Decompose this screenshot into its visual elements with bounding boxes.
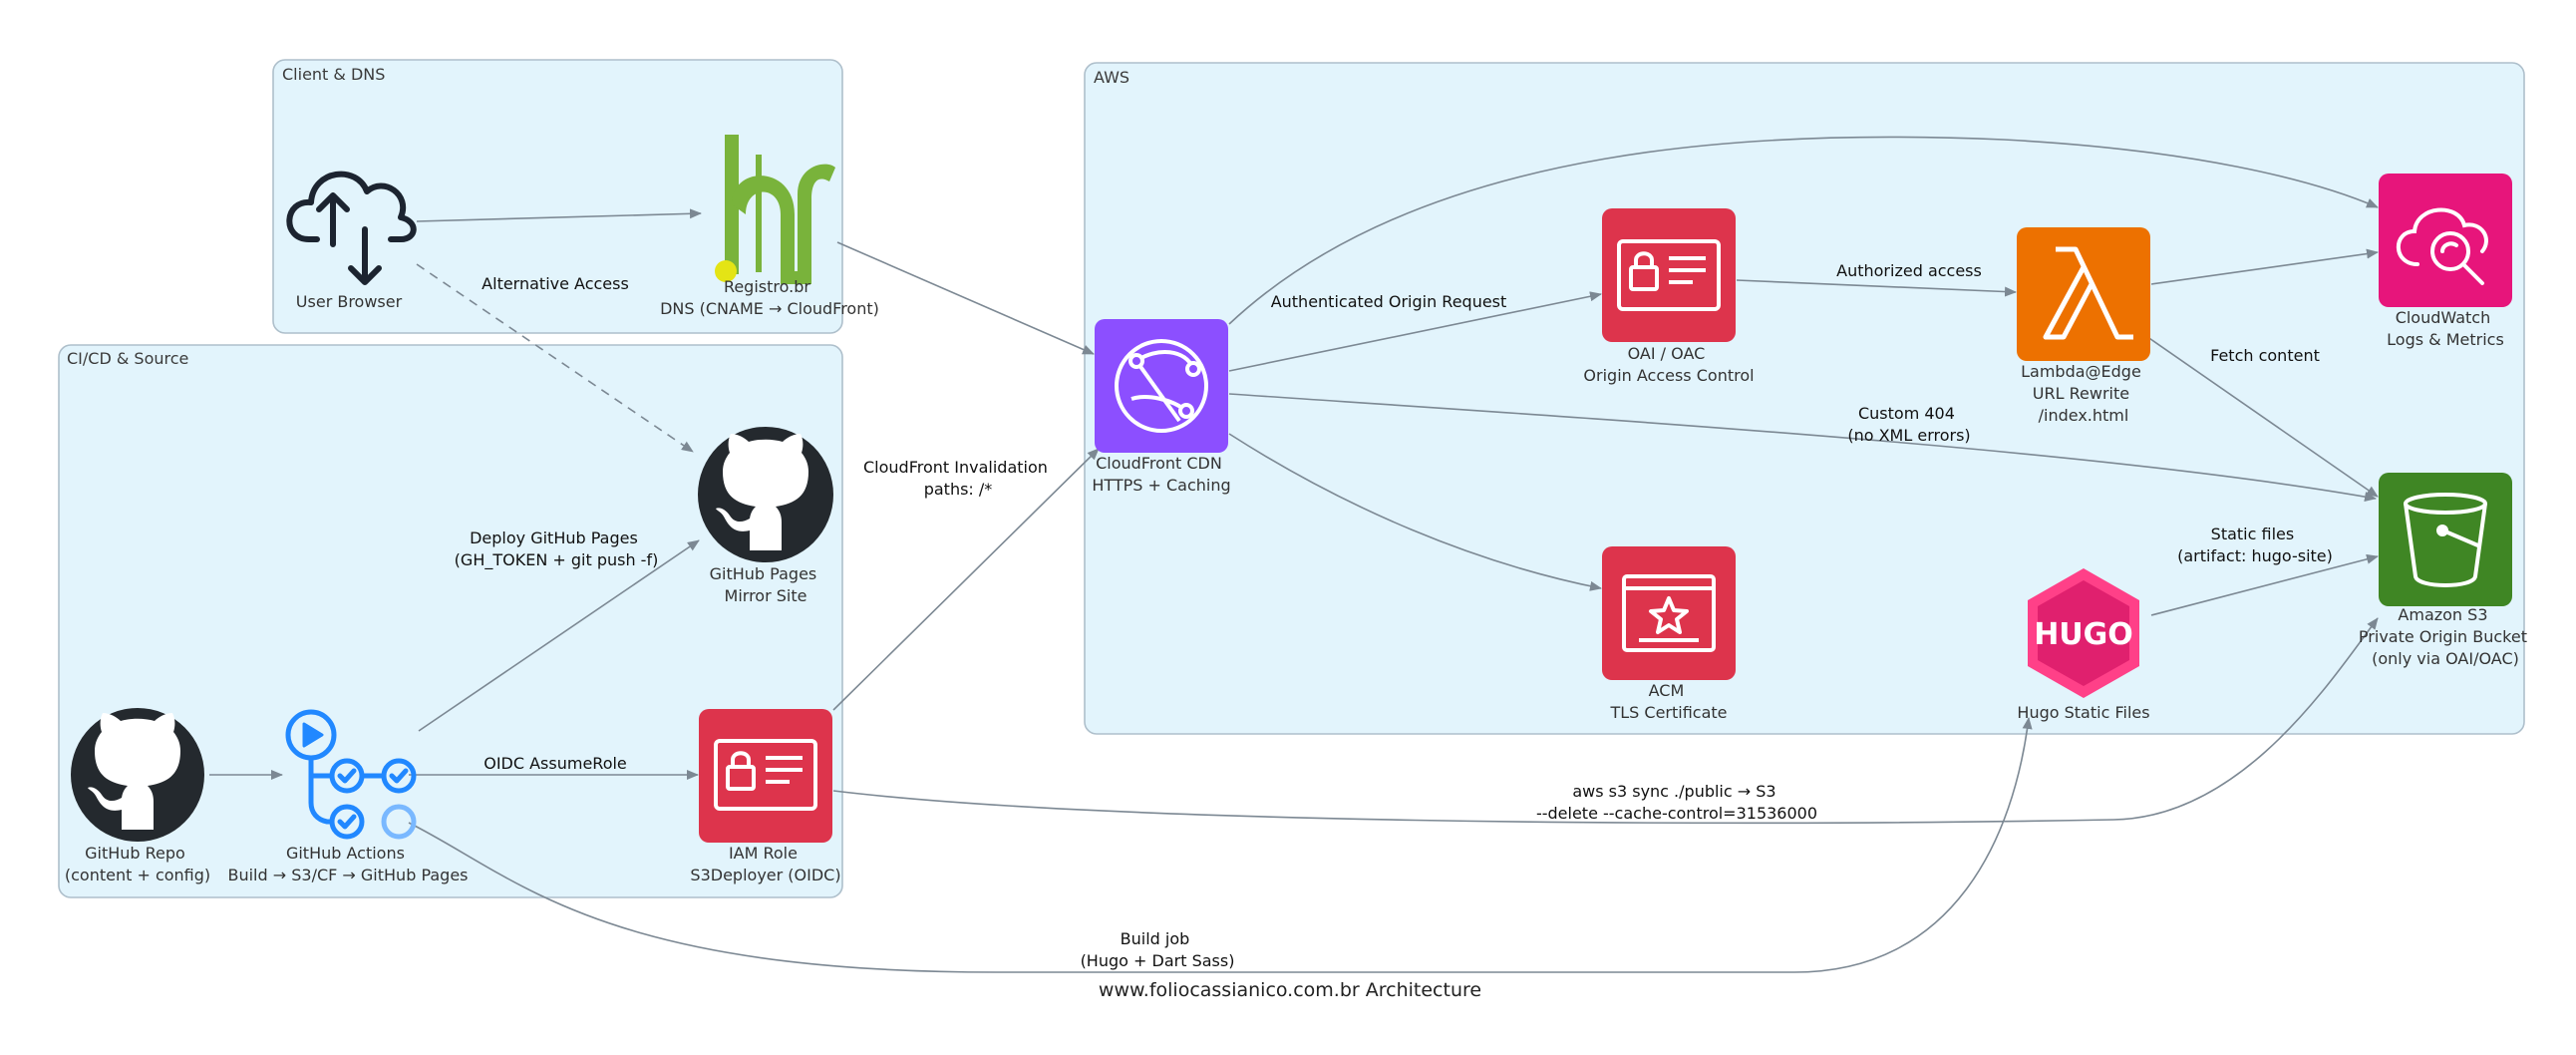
node-acm[interactable]: ACM TLS Certificate — [1602, 546, 1736, 722]
edge-label-authenticated-origin: Authenticated Origin Request — [1271, 292, 1507, 311]
edge-label-deploy-pages: Deploy GitHub Pages (GH_TOKEN + git push… — [455, 528, 659, 570]
node-user-browser[interactable]: User Browser — [286, 171, 417, 311]
edge-hugo-s3 — [2150, 553, 2379, 616]
edge-browser-github-pages — [416, 263, 694, 453]
edge-lambda-cloudwatch — [2150, 248, 2379, 285]
lambda-glyph — [2043, 246, 2133, 340]
oac-label: OAI / OAC Origin Access Control — [1583, 344, 1754, 385]
edge-label-invalidation: CloudFront Invalidation paths: /* — [863, 458, 1053, 499]
hugo-logo-text: HUGO — [2034, 617, 2133, 652]
oac-icon — [1602, 208, 1736, 342]
edges — [209, 136, 2379, 973]
registro-br-label: Registro.br DNS (CNAME → CloudFront) — [660, 277, 879, 318]
iam-role-icon — [699, 709, 832, 843]
edge-label-fetch-content: Fetch content — [2210, 346, 2320, 365]
cluster-client-dns: Client & DNS — [272, 59, 843, 334]
edge-lambda-s3 — [2142, 333, 2379, 498]
acm-label: ACM TLS Certificate — [1609, 681, 1727, 722]
acm-certificate-icon — [1602, 546, 1736, 680]
cloudwatch-icon — [2379, 174, 2512, 307]
edge-cloudfront-s3 — [1228, 393, 2377, 503]
edge-oac-lambda — [1736, 279, 2017, 297]
edge-cloudfront-oac — [1228, 291, 1602, 372]
edge-label-oidc: OIDC AssumeRole — [483, 754, 627, 773]
node-hugo[interactable]: HUGO Hugo Static Files — [2017, 568, 2150, 722]
edge-label-static-files: Static files (artifact: hugo-site) — [2177, 525, 2333, 565]
cluster-label-aws: AWS — [1094, 68, 1129, 87]
cloud-upload-download-icon — [286, 171, 417, 285]
id-card-lock-glyph — [1617, 239, 1721, 311]
node-oac[interactable]: OAI / OAC Origin Access Control — [1583, 208, 1755, 385]
hugo-label: Hugo Static Files — [2017, 703, 2149, 722]
cluster-label-cicd: CI/CD & Source — [67, 349, 188, 368]
cluster-cicd-source: CI/CD & Source — [58, 344, 843, 898]
edge-label-build-job: Build job (Hugo + Dart Sass) — [1081, 929, 1235, 970]
github-icon — [698, 427, 833, 562]
edge-actions-hugo — [408, 717, 2033, 973]
edge-labels: Alternative Access Deploy GitHub Pages (… — [455, 261, 2333, 970]
github-actions-label: GitHub Actions Build → S3/CF → GitHub Pa… — [227, 844, 468, 884]
user-browser-label: User Browser — [296, 292, 403, 311]
certificate-glyph — [1622, 574, 1716, 652]
edge-label-custom-404: Custom 404 (no XML errors) — [1847, 404, 1970, 445]
edge-iam-s3 — [832, 617, 2379, 825]
iam-role-label: IAM Role S3Deployer (OIDC) — [690, 844, 840, 884]
edge-cloudfront-cloudwatch — [1228, 136, 2379, 325]
cloudfront-label: CloudFront CDN HTTPS + Caching — [1092, 454, 1230, 495]
node-cloudfront[interactable]: CloudFront CDN HTTPS + Caching — [1092, 319, 1231, 495]
id-card-lock-glyph — [714, 739, 817, 811]
node-registro-br[interactable]: Registro.br DNS (CNAME → CloudFront) — [660, 135, 879, 318]
registro-br-logo — [715, 135, 835, 284]
github-icon — [71, 708, 204, 842]
edge-cloudfront-acm — [1228, 433, 1602, 591]
hugo-logo: HUGO — [2028, 568, 2139, 698]
github-pages-label: GitHub Pages Mirror Site — [710, 564, 822, 605]
cluster-aws: AWS — [1084, 62, 2525, 735]
cloudwatch-glyph — [2396, 207, 2488, 285]
cluster-label-client-dns: Client & DNS — [282, 65, 385, 84]
edge-iam-cloudfront — [832, 448, 1100, 711]
cloudfront-glyph — [1115, 339, 1208, 433]
edge-label-alternative-access: Alternative Access — [482, 274, 629, 293]
edge-label-s3-sync: aws s3 sync ./public → S3 --delete --cac… — [1536, 782, 1817, 823]
node-github-repo[interactable]: GitHub Repo (content + config) — [65, 708, 210, 884]
node-lambda-edge[interactable]: Lambda@Edge URL Rewrite /index.html — [2017, 227, 2150, 425]
amazon-s3-label: Amazon S3 Private Origin Bucket (only vi… — [2359, 605, 2532, 668]
node-iam-role[interactable]: IAM Role S3Deployer (OIDC) — [690, 709, 841, 884]
edge-actions-github-pages — [418, 539, 700, 732]
diagram-caption: www.foliocassianico.com.br Architecture — [1099, 979, 1481, 1001]
edge-registro-cloudfront — [836, 241, 1095, 355]
github-actions-icon — [285, 709, 417, 840]
github-repo-label: GitHub Repo (content + config) — [65, 844, 210, 884]
node-github-pages[interactable]: GitHub Pages Mirror Site — [698, 427, 833, 605]
bucket-glyph — [2404, 493, 2487, 587]
lambda-edge-label: Lambda@Edge URL Rewrite /index.html — [2021, 362, 2146, 425]
node-amazon-s3[interactable]: Amazon S3 Private Origin Bucket (only vi… — [2359, 473, 2532, 668]
node-github-actions[interactable]: GitHub Actions Build → S3/CF → GitHub Pa… — [227, 709, 469, 884]
edge-browser-registro — [416, 208, 702, 222]
node-cloudwatch[interactable]: CloudWatch Logs & Metrics — [2379, 174, 2512, 349]
edge-label-authorized-access: Authorized access — [1836, 261, 1982, 280]
cloudfront-icon — [1095, 319, 1228, 453]
cloudwatch-label: CloudWatch Logs & Metrics — [2387, 308, 2504, 349]
s3-bucket-icon — [2379, 473, 2512, 606]
